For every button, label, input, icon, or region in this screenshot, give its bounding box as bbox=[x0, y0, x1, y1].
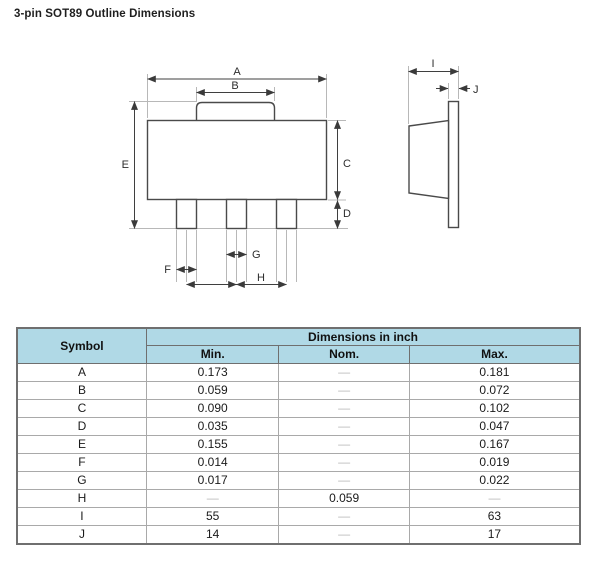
nom-cell: — bbox=[278, 507, 410, 526]
table-row: E 0.155 — 0.167 bbox=[16, 435, 581, 454]
nom-cell: 0.059 bbox=[278, 489, 410, 508]
min-cell: 0.059 bbox=[145, 381, 280, 400]
max-cell: — bbox=[408, 489, 581, 508]
max-cell: 63 bbox=[408, 507, 581, 526]
dim-label-e: E bbox=[122, 159, 129, 171]
table-row: I 55 — 63 bbox=[16, 507, 581, 526]
dim-label-g: G bbox=[252, 249, 261, 261]
nom-cell: — bbox=[278, 435, 410, 454]
table-row: J 14 — 17 bbox=[16, 525, 581, 545]
dimension-arrows bbox=[131, 75, 341, 288]
symbol-header: Symbol bbox=[16, 327, 147, 364]
group-header: Dimensions in inch bbox=[145, 327, 581, 346]
dim-label-i: I bbox=[431, 58, 434, 70]
min-cell: 55 bbox=[145, 507, 280, 526]
min-cell: 0.155 bbox=[145, 435, 280, 454]
side-view: I J bbox=[408, 58, 479, 229]
min-cell: 14 bbox=[145, 525, 280, 545]
max-cell: 0.181 bbox=[408, 363, 581, 382]
min-cell: — bbox=[145, 489, 280, 508]
front-view: A B E C D F G H bbox=[122, 66, 351, 288]
min-cell: 0.014 bbox=[145, 453, 280, 472]
symbol-cell: G bbox=[16, 471, 147, 490]
max-cell: 0.167 bbox=[408, 435, 581, 454]
dim-label-c: C bbox=[343, 158, 351, 170]
nom-cell: — bbox=[278, 453, 410, 472]
nom-header: Nom. bbox=[278, 345, 410, 364]
max-cell: 0.022 bbox=[408, 471, 581, 490]
table-row: D 0.035 — 0.047 bbox=[16, 417, 581, 436]
nom-cell: — bbox=[278, 417, 410, 436]
symbol-cell: B bbox=[16, 381, 147, 400]
min-cell: 0.090 bbox=[145, 399, 280, 418]
symbol-cell: A bbox=[16, 363, 147, 382]
dimensions-table: Symbol Dimensions in inch Min. Nom. Max.… bbox=[16, 327, 581, 545]
min-cell: 0.173 bbox=[145, 363, 280, 382]
max-cell: 0.072 bbox=[408, 381, 581, 400]
package-tab bbox=[195, 101, 276, 120]
symbol-cell: E bbox=[16, 435, 147, 454]
table-row: H — 0.059 — bbox=[16, 489, 581, 508]
symbol-cell: I bbox=[16, 507, 147, 526]
dim-label-f: F bbox=[164, 264, 171, 276]
max-cell: 17 bbox=[408, 525, 581, 545]
nom-cell: — bbox=[278, 381, 410, 400]
table-row: F 0.014 — 0.019 bbox=[16, 453, 581, 472]
nom-cell: — bbox=[278, 525, 410, 545]
side-dimension-arrows bbox=[408, 68, 470, 92]
lead-middle bbox=[225, 198, 248, 230]
symbol-cell: D bbox=[16, 417, 147, 436]
lead-left bbox=[175, 198, 198, 230]
symbol-cell: C bbox=[16, 399, 147, 418]
dim-label-a: A bbox=[233, 66, 241, 78]
page-title: 3-pin SOT89 Outline Dimensions bbox=[14, 8, 196, 20]
side-body bbox=[408, 119, 450, 200]
lead-right bbox=[275, 198, 298, 230]
dim-label-b: B bbox=[231, 80, 238, 92]
min-cell: 0.017 bbox=[145, 471, 280, 490]
max-header: Max. bbox=[408, 345, 581, 364]
min-cell: 0.035 bbox=[145, 417, 280, 436]
nom-cell: — bbox=[278, 471, 410, 490]
table-row: A 0.173 — 0.181 bbox=[16, 363, 581, 382]
dim-label-d: D bbox=[343, 208, 351, 220]
side-tab-strip bbox=[447, 100, 460, 229]
symbol-cell: J bbox=[16, 525, 147, 545]
min-header: Min. bbox=[145, 345, 280, 364]
symbol-cell: F bbox=[16, 453, 147, 472]
max-cell: 0.102 bbox=[408, 399, 581, 418]
dim-label-h: H bbox=[257, 272, 265, 284]
table-row: B 0.059 — 0.072 bbox=[16, 381, 581, 400]
max-cell: 0.047 bbox=[408, 417, 581, 436]
dim-label-j: J bbox=[473, 84, 479, 96]
table-row: G 0.017 — 0.022 bbox=[16, 471, 581, 490]
max-cell: 0.019 bbox=[408, 453, 581, 472]
package-body bbox=[146, 119, 328, 201]
nom-cell: — bbox=[278, 363, 410, 382]
table-row: C 0.090 — 0.102 bbox=[16, 399, 581, 418]
package-outline-diagram: A B E C D F G H I J bbox=[122, 58, 479, 288]
symbol-cell: H bbox=[16, 489, 147, 508]
nom-cell: — bbox=[278, 399, 410, 418]
